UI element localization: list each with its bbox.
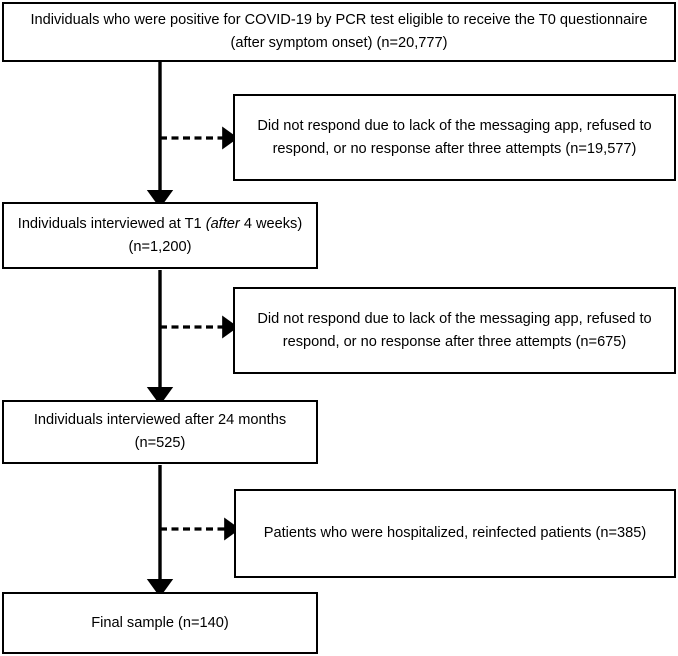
exclusion-box-no-response-24m: Did not respond due to lack of the messa… [233,287,676,374]
interviewed-t1-text-italic: (after [205,215,240,232]
exclusion-2-text: Did not respond due to lack of the messa… [257,310,652,350]
exclusion-box-no-response-t1: Did not respond due to lack of the messa… [233,94,676,181]
interviewed-t1-text: Individuals interviewed at T1 (after 4 w… [12,213,308,258]
eligible-participants-text: Individuals who were positive for COVID-… [30,12,648,51]
exclusion-3-text: Patients who were hospitalized, reinfect… [263,525,647,542]
final-sample-box: Final sample (n=140) [2,592,318,654]
interviewed-24-months-box: Individuals interviewed after 24 months … [2,400,318,464]
eligible-participants-box: Individuals who were positive for COVID-… [2,2,676,62]
interviewed-24-months-text: Individuals interviewed after 24 months … [33,412,287,451]
interviewed-t1-box: Individuals interviewed at T1 (after 4 w… [2,202,318,269]
final-sample-text: Final sample (n=140) [91,614,229,631]
exclusion-box-hospitalized-reinfected: Patients who were hospitalized, reinfect… [234,489,676,578]
interviewed-t1-text-suffix: 4 weeks) (n=1,200) [128,215,303,255]
interviewed-t1-text-prefix: Individuals interviewed at T1 [17,215,206,232]
exclusion-1-text: Did not respond due to lack of the messa… [257,117,652,157]
